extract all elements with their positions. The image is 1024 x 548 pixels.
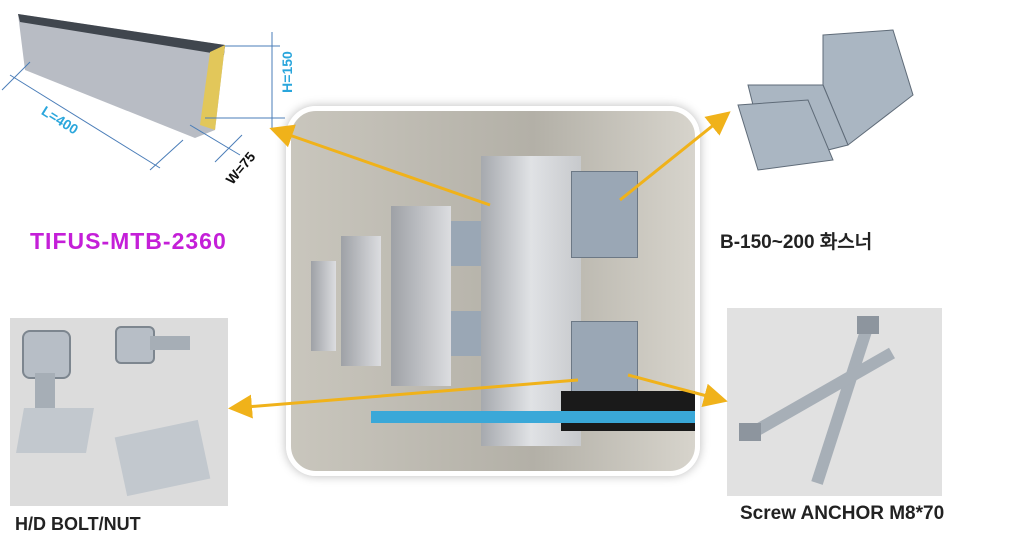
arrow-to-block: [269, 124, 491, 207]
bracket-image: [728, 25, 918, 175]
installation-photo: [286, 106, 700, 476]
arrow-to-bracket: [619, 111, 731, 202]
arrow-to-screw: [627, 373, 728, 407]
screw-anchor-label: Screw ANCHOR M8*70: [740, 503, 945, 524]
arrow-to-bolt: [228, 378, 579, 419]
screw-anchor-image: [727, 308, 942, 496]
product-name: TIFUS-MTB-2360: [30, 228, 227, 254]
bracket-label: B-150~200 화스너: [720, 232, 873, 253]
bolt-nut-image: [10, 318, 228, 506]
insulation-block-image: [0, 0, 300, 200]
bolt-nut-label: H/D BOLT/NUT: [15, 514, 141, 534]
